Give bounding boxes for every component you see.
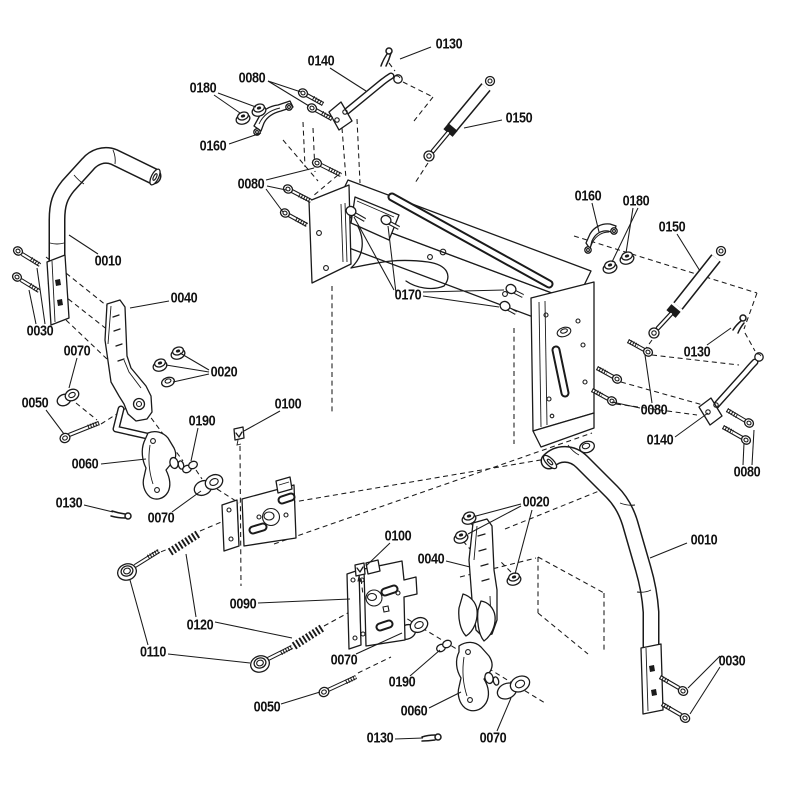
- link-rod-top: [328, 72, 403, 131]
- flange-bolts-0110: [117, 548, 294, 673]
- frame-plate: [308, 179, 595, 454]
- gas-spring-right: [648, 245, 727, 339]
- gas-spring-top: [423, 75, 496, 162]
- mount-plate-lower-0090: [346, 559, 418, 650]
- label-leader-lines: [28, 46, 755, 740]
- left-pivot-lever-0060: [141, 431, 185, 500]
- bolts-0050: [59, 420, 358, 698]
- carriage-bolts-0170: [345, 205, 524, 315]
- clamp-bracket-right: [584, 223, 618, 254]
- left-lever-arm-0040: [104, 299, 153, 440]
- right-pivot-lever-0060: [455, 641, 500, 712]
- right-lever-arm-0040: [458, 518, 498, 642]
- link-rod-right: [698, 352, 764, 426]
- left-control-handle: [46, 146, 162, 326]
- clips-0100: [233, 426, 366, 582]
- springs-0120: [167, 530, 325, 650]
- hairpins-0130: [110, 47, 747, 742]
- clamp-bracket-left: [253, 100, 294, 136]
- bolts-0030-left: [11, 246, 42, 293]
- bolts-0030-right: [658, 674, 691, 724]
- mount-plate-upper: [221, 476, 297, 552]
- right-control-handle: [540, 444, 664, 715]
- bushings-0070: [56, 388, 531, 700]
- spacers-0190: [182, 460, 452, 653]
- nuts-0180-0020: [152, 103, 635, 586]
